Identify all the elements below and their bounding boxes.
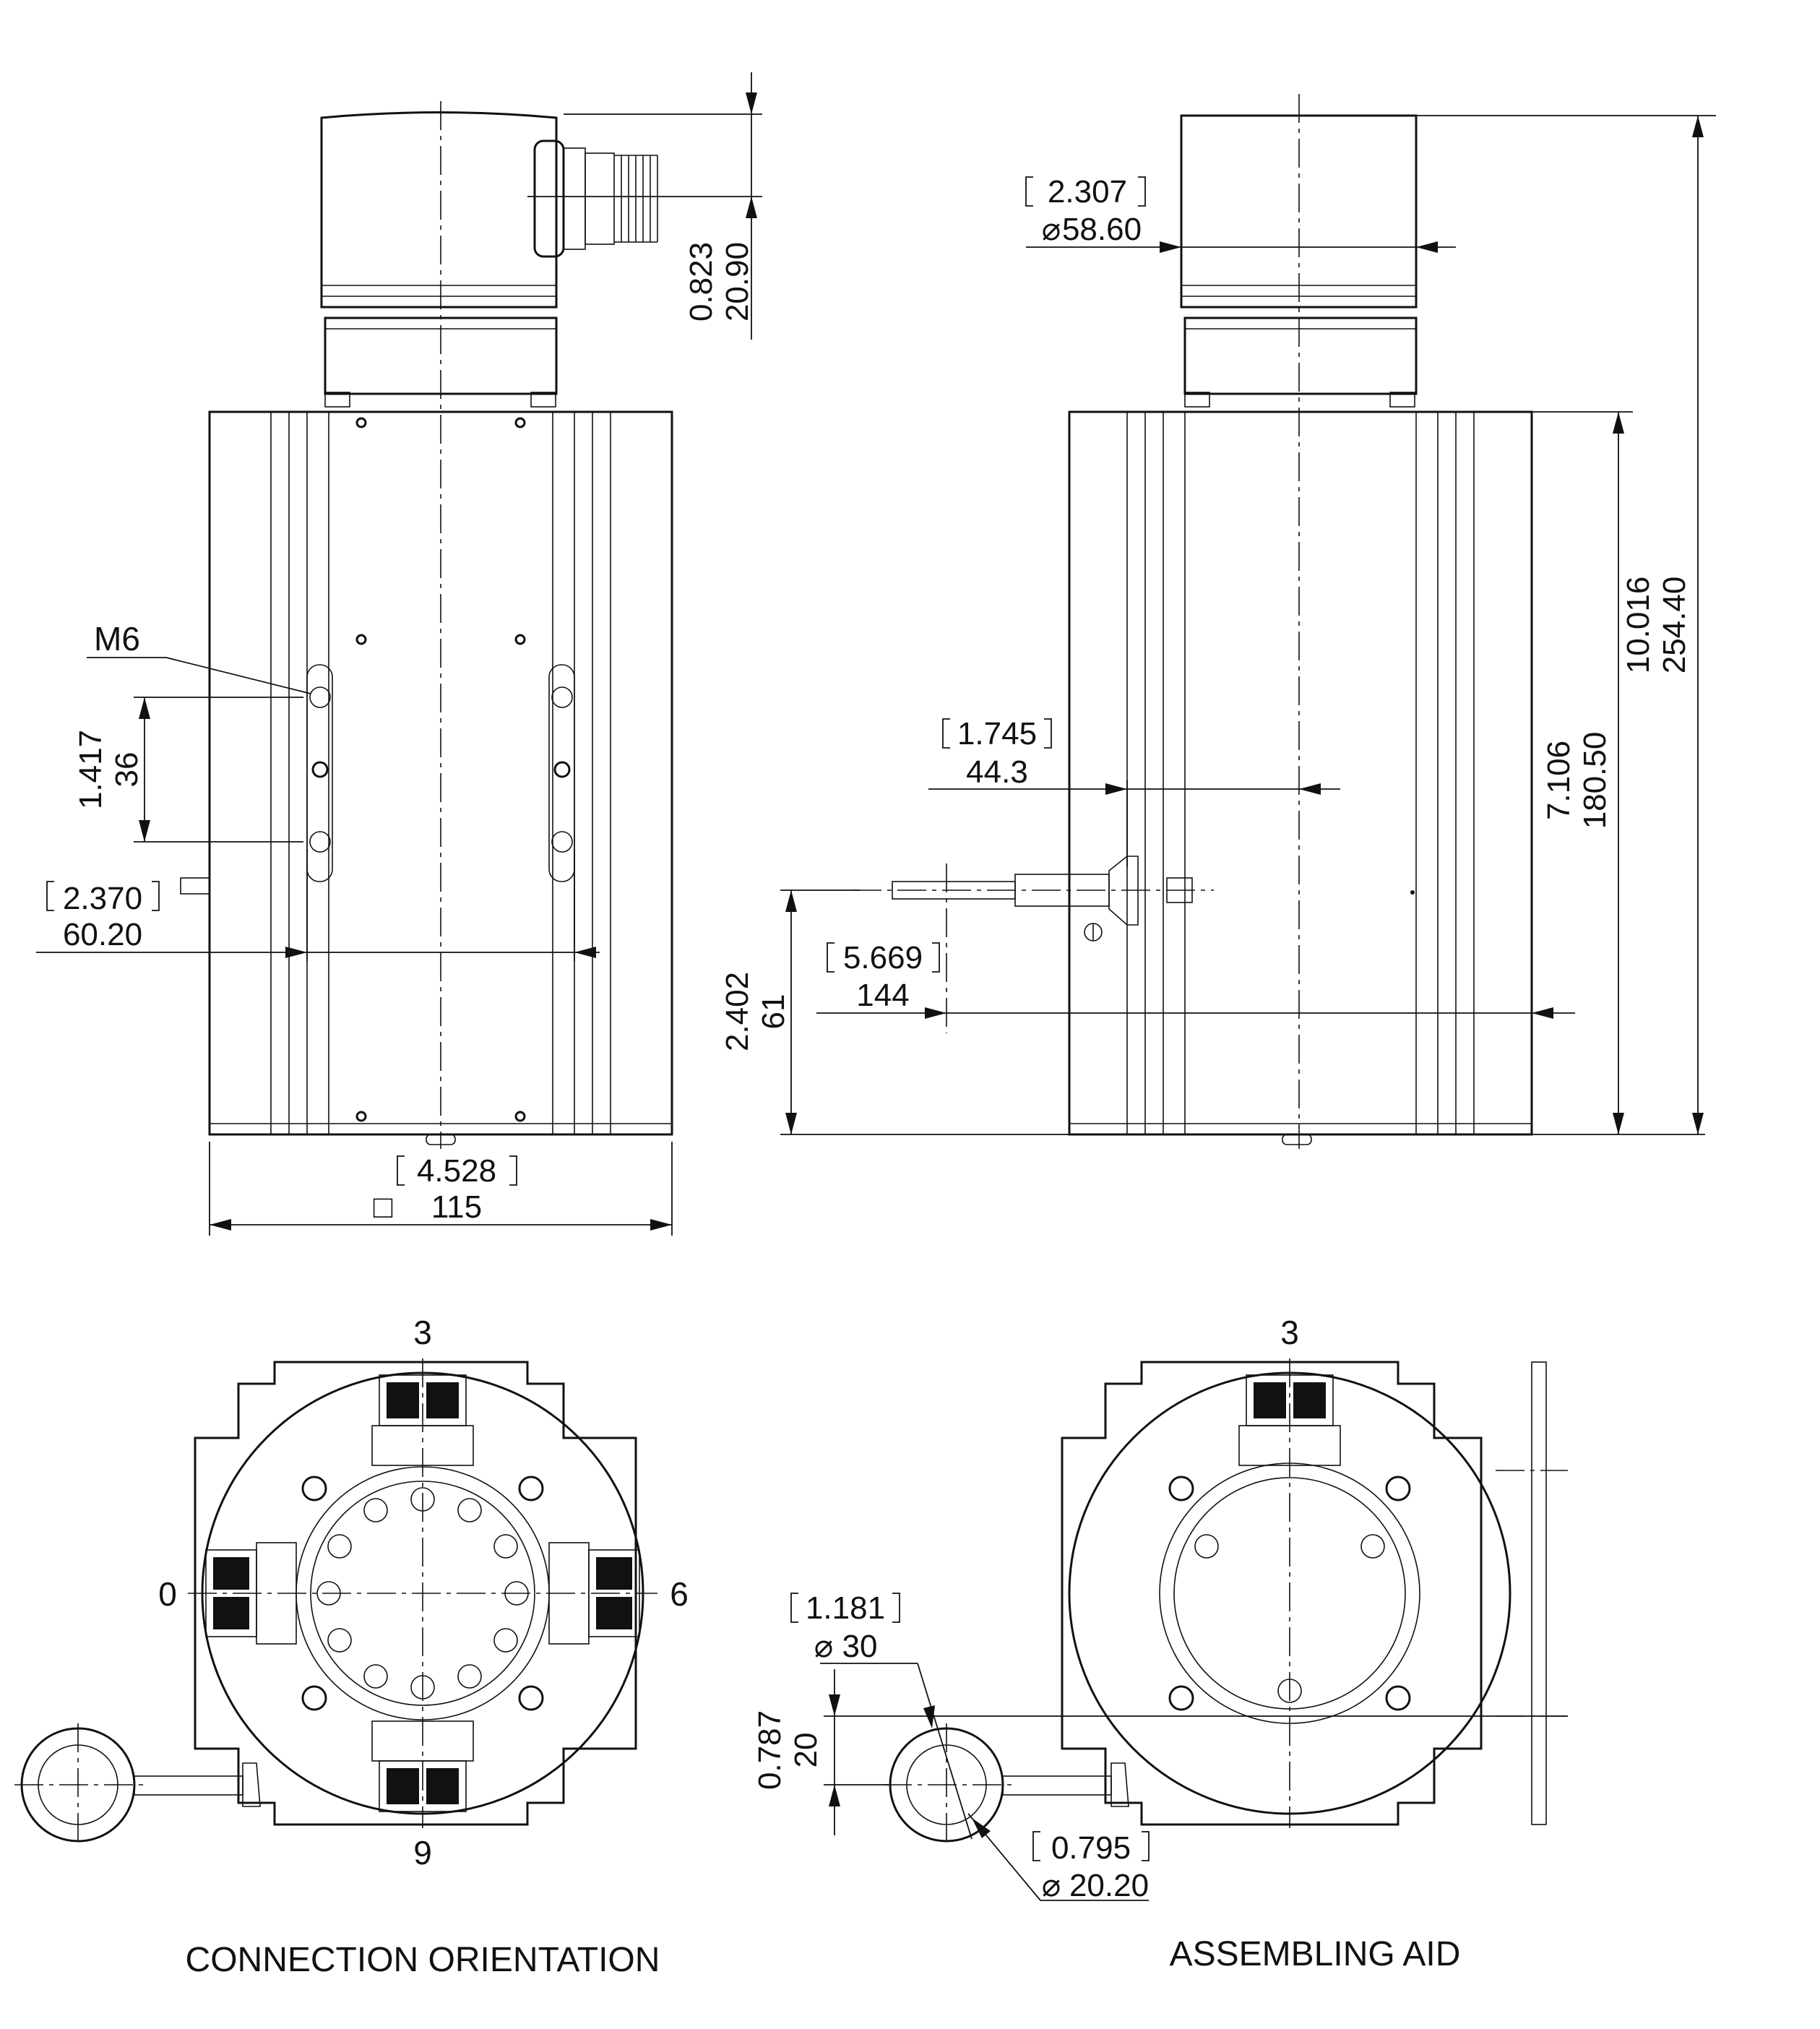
hole-pitch-in: 1.417 bbox=[73, 730, 108, 809]
total-h-mm: 254.40 bbox=[1657, 577, 1692, 674]
connection-title: CONNECTION ORIENTATION bbox=[186, 1941, 660, 1979]
bore-dia-mm: 20.20 bbox=[1069, 1868, 1149, 1903]
connector-dim-in: 0.823 bbox=[683, 242, 719, 322]
groove-dim-in: 2.370 bbox=[63, 881, 142, 916]
assembling-title: ASSEMBLING AID bbox=[1170, 1935, 1461, 1973]
cap-dia-symbol: ⌀ bbox=[1042, 212, 1061, 247]
total-h-in: 10.016 bbox=[1621, 577, 1656, 674]
width-dim-in: 4.528 bbox=[417, 1153, 496, 1189]
probe-dim-in: 1.745 bbox=[957, 716, 1037, 751]
width-dim-square: □ bbox=[374, 1189, 393, 1225]
cap-dia-mm: 58.60 bbox=[1062, 212, 1142, 247]
assembling-aid-view: 0.787 20 1.181 ⌀ 30 0.795 ⌀ 20.20 3 ASSE… bbox=[752, 1314, 1568, 1973]
ring-dia-in: 1.181 bbox=[806, 1590, 885, 1626]
thread-label: M6 bbox=[94, 620, 140, 658]
probe-len-in: 5.669 bbox=[843, 940, 923, 975]
width-dim-mm: 115 bbox=[431, 1189, 482, 1225]
body-h-mm: 180.50 bbox=[1577, 732, 1613, 830]
assembling-position-3: 3 bbox=[1280, 1314, 1299, 1351]
body-h-in: 7.106 bbox=[1541, 741, 1577, 820]
probe-len-mm: 144 bbox=[856, 978, 909, 1013]
position-3: 3 bbox=[413, 1314, 432, 1351]
ring-dia-mm: 30 bbox=[842, 1629, 878, 1664]
bore-dia-in: 0.795 bbox=[1051, 1830, 1131, 1866]
hole-pitch-mm: 36 bbox=[109, 752, 145, 788]
position-0: 0 bbox=[158, 1575, 177, 1613]
side-view: 2.307 ⌀ 58.60 1.745 44.3 5.669 144 2.402… bbox=[720, 94, 1716, 1149]
offset-in: 0.787 bbox=[752, 1710, 788, 1790]
offset-mm: 20 bbox=[788, 1733, 824, 1768]
probe-h-mm: 61 bbox=[756, 994, 791, 1030]
position-6: 6 bbox=[670, 1575, 689, 1613]
probe-dim-mm: 44.3 bbox=[966, 754, 1028, 790]
connection-orientation-view: 3 0 6 9 CONNECTION ORIENTATION bbox=[14, 1314, 689, 1979]
connector-dim-mm: 20.90 bbox=[720, 242, 755, 322]
groove-dim-mm: 60.20 bbox=[63, 917, 142, 952]
inch-brackets bbox=[46, 176, 1150, 1861]
bore-dia-symbol: ⌀ bbox=[1042, 1868, 1061, 1903]
ring-dia-symbol: ⌀ bbox=[814, 1629, 834, 1664]
front-view: 0.823 20.90 M6 1.417 36 2.370 60.20 4.52… bbox=[36, 72, 762, 1236]
position-9: 9 bbox=[413, 1834, 432, 1871]
cap-dia-in: 2.307 bbox=[1048, 174, 1127, 210]
probe-h-in: 2.402 bbox=[720, 972, 755, 1051]
